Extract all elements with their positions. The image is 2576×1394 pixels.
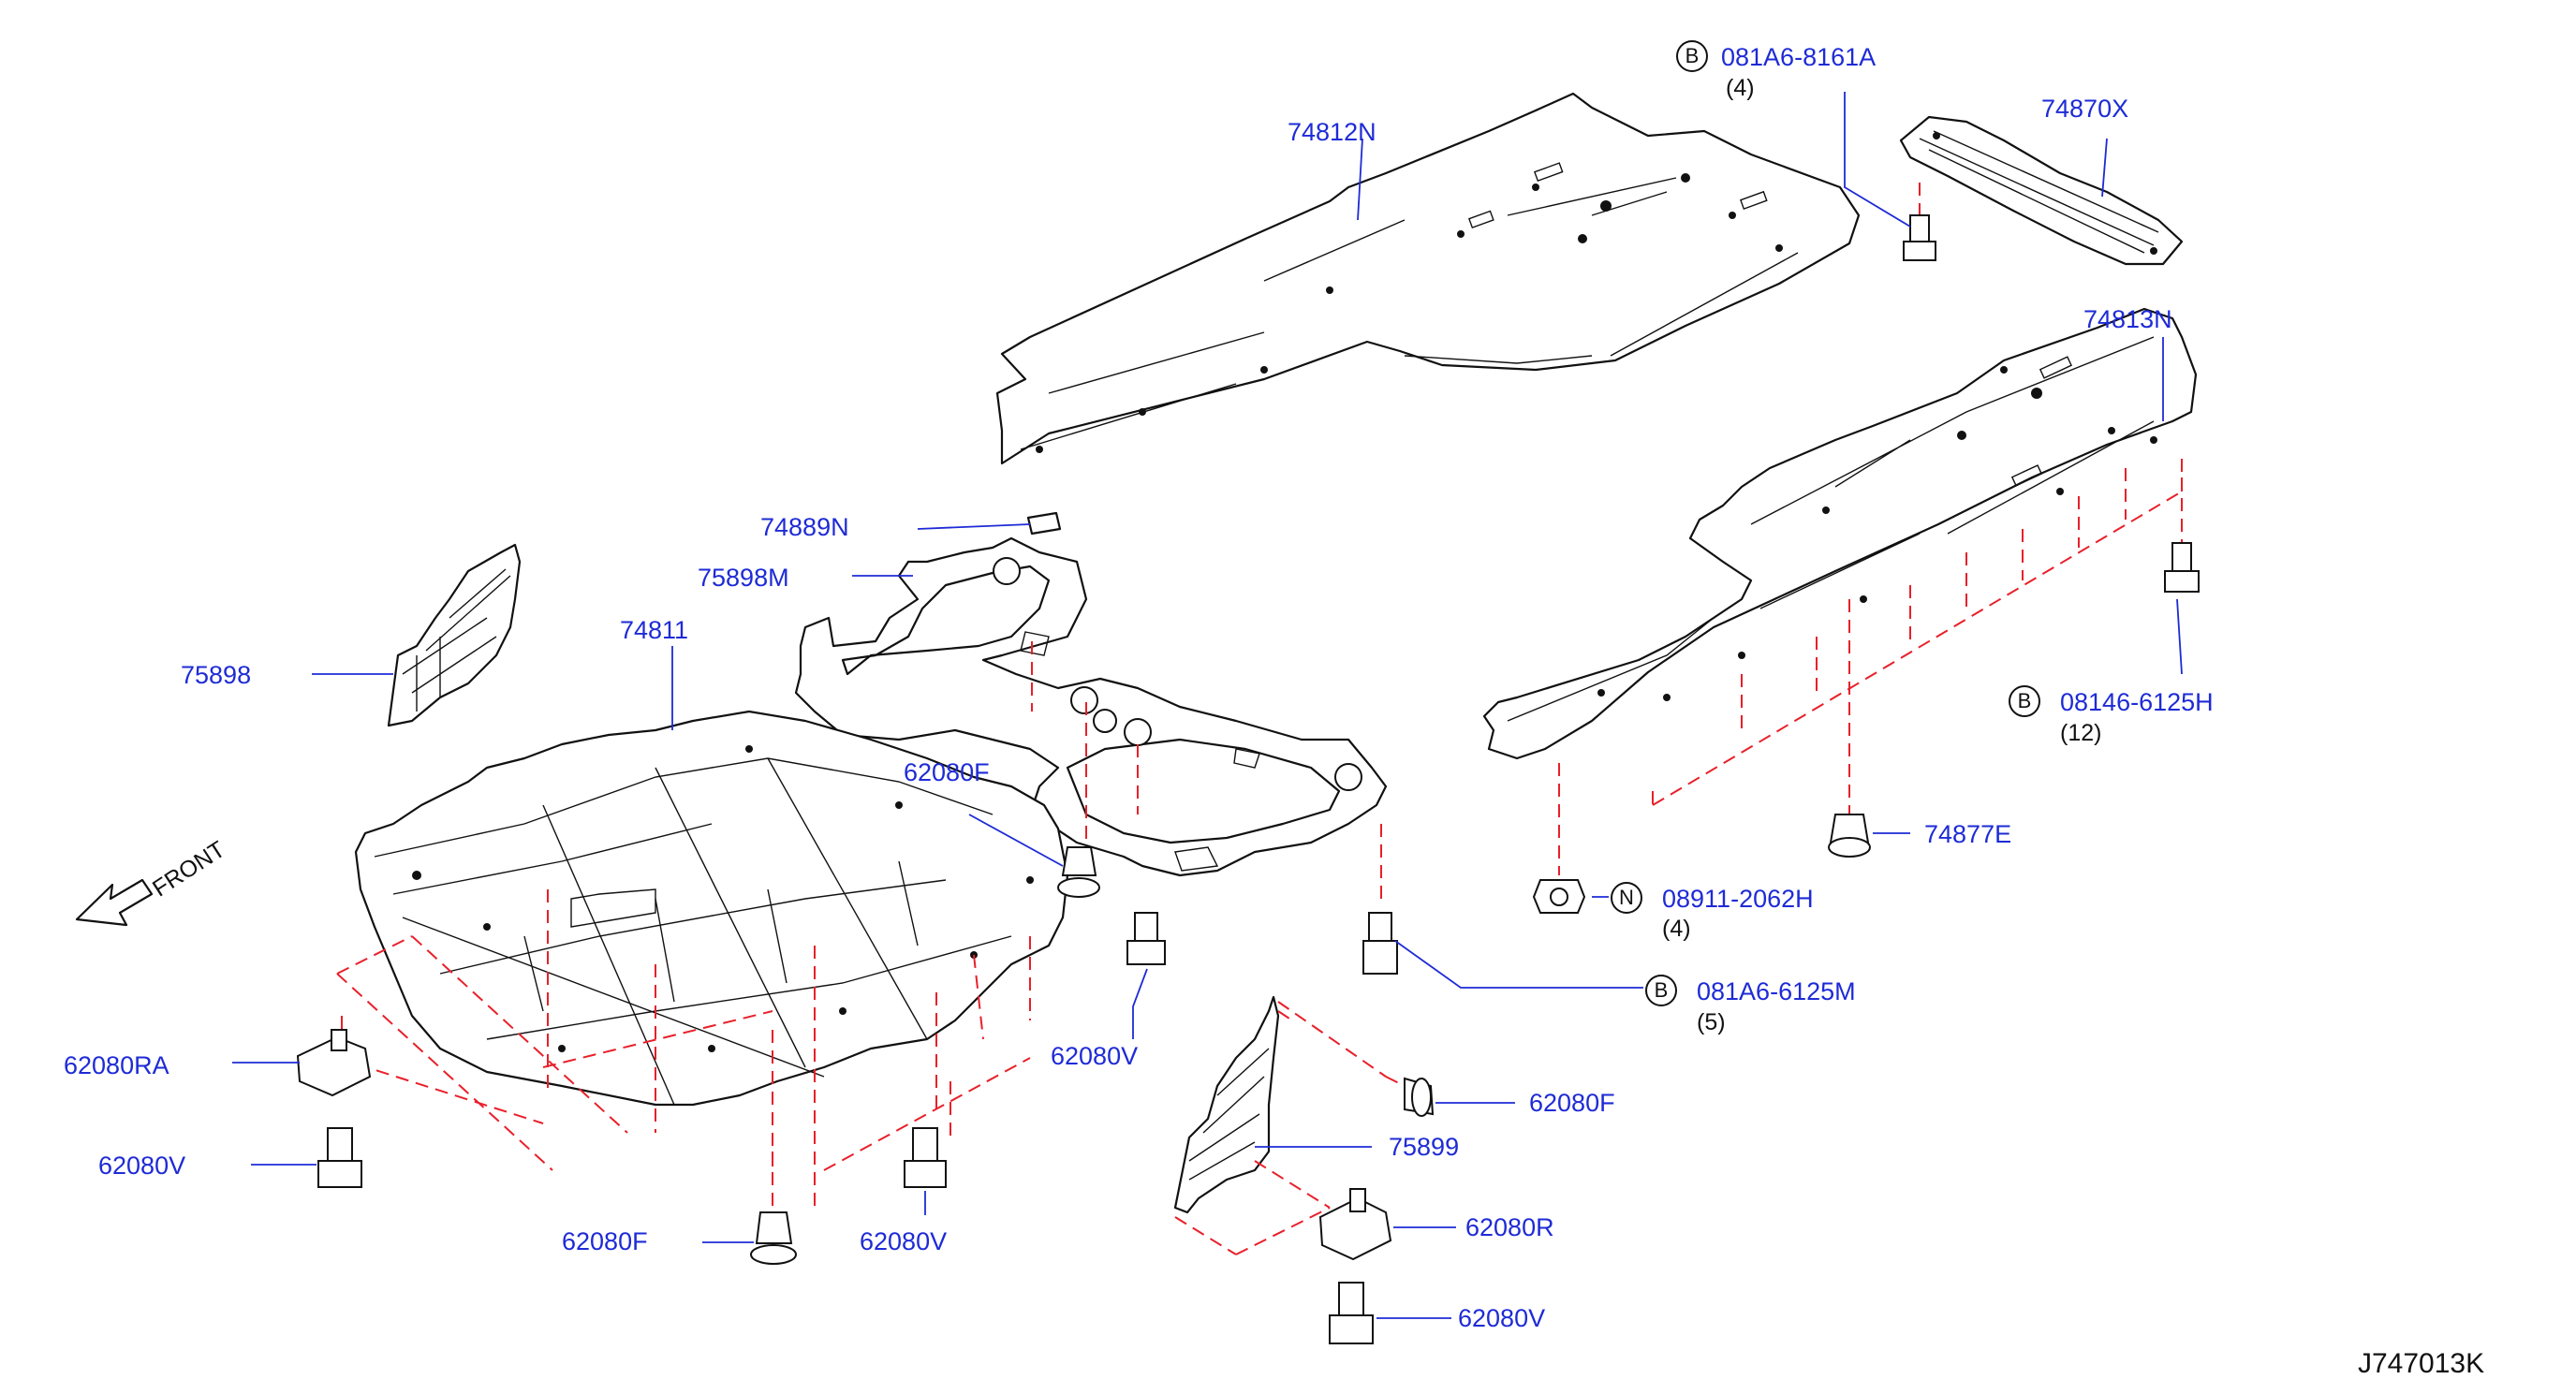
label-74870X[interactable]: 74870X: [2041, 95, 2129, 123]
fastener-bolt-62080V-d: [1329, 1282, 1374, 1344]
fastener-clip-62080F-a: [1057, 846, 1100, 898]
label-62080F-b[interactable]: 62080F: [562, 1227, 648, 1255]
part-74812N-cover: [995, 92, 1861, 465]
front-arrow-icon: [75, 878, 154, 927]
label-62080RA[interactable]: 62080RA: [64, 1051, 169, 1079]
fastener-bolt-62080V-c: [904, 1127, 947, 1188]
bolt-symbol-b: B: [2009, 685, 2040, 717]
fastener-clip-62080F-b: [750, 1211, 797, 1265]
fastener-bolt-081A6-6125M: [1362, 912, 1398, 975]
bolt-symbol-b: B: [1676, 40, 1708, 72]
label-62080V-b[interactable]: 62080V: [98, 1152, 186, 1180]
label-081A6-8161A[interactable]: 081A6-8161A: [1721, 43, 1877, 71]
fastener-bolt-62080V-a: [1126, 912, 1166, 965]
label-08911-2062H[interactable]: 08911-2062H: [1662, 885, 1814, 913]
label-08146-6125H[interactable]: 08146-6125H: [2060, 688, 2214, 716]
label-081A6-6125M[interactable]: 081A6-6125M: [1697, 977, 1856, 1005]
fastener-bracket-62080R: [1318, 1188, 1392, 1261]
fastener-bolt-081A6-8161A: [1903, 214, 1936, 261]
label-62080V-d[interactable]: 62080V: [1458, 1304, 1546, 1332]
nut-symbol-n: N: [1611, 882, 1642, 914]
part-75898M-frame: [794, 536, 1388, 877]
part-75899-side-cover: [1173, 995, 1280, 1214]
qty-08911-2062H: (4): [1662, 916, 1691, 942]
part-74813N-cover: [1482, 307, 2198, 760]
label-74813N[interactable]: 74813N: [2083, 305, 2172, 333]
part-74870X-brace: [1899, 115, 2184, 266]
qty-081A6-8161A: (4): [1726, 75, 1755, 101]
fastener-clip-74877E: [1828, 814, 1871, 858]
fastener-nut-08911-2062H: [1532, 879, 1586, 914]
label-62080R[interactable]: 62080R: [1465, 1213, 1554, 1241]
assembly-guide-lines: [336, 183, 2183, 1255]
label-74812N[interactable]: 74812N: [1288, 118, 1376, 146]
bolt-symbol-b: B: [1645, 975, 1677, 1006]
label-62080F-c[interactable]: 62080F: [1529, 1089, 1615, 1117]
fastener-clip-62080F-c: [1404, 1077, 1435, 1117]
fastener-bolt-08146-6125H: [2164, 542, 2200, 593]
label-74889N[interactable]: 74889N: [760, 513, 849, 541]
diagram-reference-code: J747013K: [2358, 1348, 2485, 1379]
part-74889N-tag: [1026, 511, 1062, 536]
label-74811[interactable]: 74811: [620, 616, 689, 644]
fastener-bracket-62080RA: [296, 1029, 372, 1097]
label-75898M[interactable]: 75898M: [698, 564, 789, 592]
leader-lines: [232, 92, 2183, 1319]
label-74877E[interactable]: 74877E: [1924, 820, 2012, 848]
label-75899[interactable]: 75899: [1389, 1133, 1460, 1161]
label-62080F-a[interactable]: 62080F: [904, 758, 990, 786]
fastener-bolt-62080V-b: [317, 1127, 362, 1188]
label-62080V-a[interactable]: 62080V: [1051, 1042, 1139, 1070]
part-75898-side-cover: [387, 543, 522, 727]
label-62080V-c[interactable]: 62080V: [860, 1227, 948, 1255]
label-75898[interactable]: 75898: [181, 661, 252, 689]
qty-081A6-6125M: (5): [1697, 1009, 1726, 1035]
qty-08146-6125H: (12): [2060, 720, 2102, 746]
